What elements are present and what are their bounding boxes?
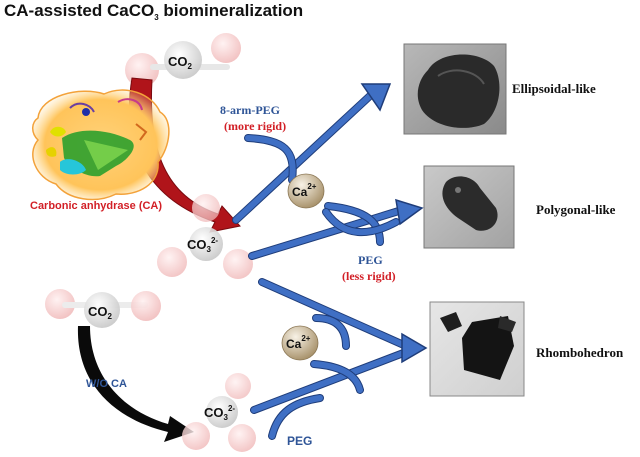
product-label-polygonal: Polygonal-like — [536, 202, 616, 217]
arrowhead-ellipsoidal — [360, 83, 392, 112]
calcium-ion-bottom: Ca2+ — [281, 325, 319, 361]
pathway-arrows — [232, 83, 428, 440]
carbonate-molecule-bottom: CO32- — [182, 373, 256, 452]
co2-label-bottom: CO2 — [88, 304, 113, 321]
tem-image-rhombohedron — [429, 301, 525, 397]
peg8-label: 8-arm-PEG — [220, 103, 280, 117]
carbonate-molecule-top: CO32- — [157, 194, 253, 279]
co3-label-top: CO32- — [187, 236, 218, 254]
co3-label-bottom: CO32- — [204, 404, 235, 422]
carbonic-anhydrase-protein — [32, 89, 170, 201]
no-catalyst-arrow — [77, 326, 194, 442]
arrowhead-polygonal — [395, 198, 424, 226]
product-label-ellipsoidal: Ellipsoidal-like — [512, 81, 596, 96]
without-ca-label: W/O CA — [86, 378, 127, 390]
ca-label-top: Ca2+ — [292, 182, 317, 199]
product-label-rhombohedron: Rhombohedron — [536, 345, 624, 360]
arrowhead-rhombohedron — [401, 332, 428, 364]
co2-label-top: CO2 — [168, 54, 193, 71]
tem-image-polygonal — [423, 165, 515, 249]
peg-label: PEG — [358, 253, 383, 267]
tem-image-ellipsoidal — [403, 43, 507, 135]
enzyme-label: Carbonic anhydrase (CA) — [30, 200, 162, 212]
calcium-ion-top: Ca2+ — [287, 173, 325, 209]
peg8-note: (more rigid) — [224, 119, 286, 133]
peg-bottom-label: PEG — [287, 434, 312, 448]
ca-label-bottom: Ca2+ — [286, 334, 311, 351]
co2-molecule-bottom: CO2 — [45, 289, 161, 328]
peg-note: (less rigid) — [342, 269, 396, 283]
diagram-title: CA-assisted CaCO3 biomineralization — [4, 1, 303, 22]
